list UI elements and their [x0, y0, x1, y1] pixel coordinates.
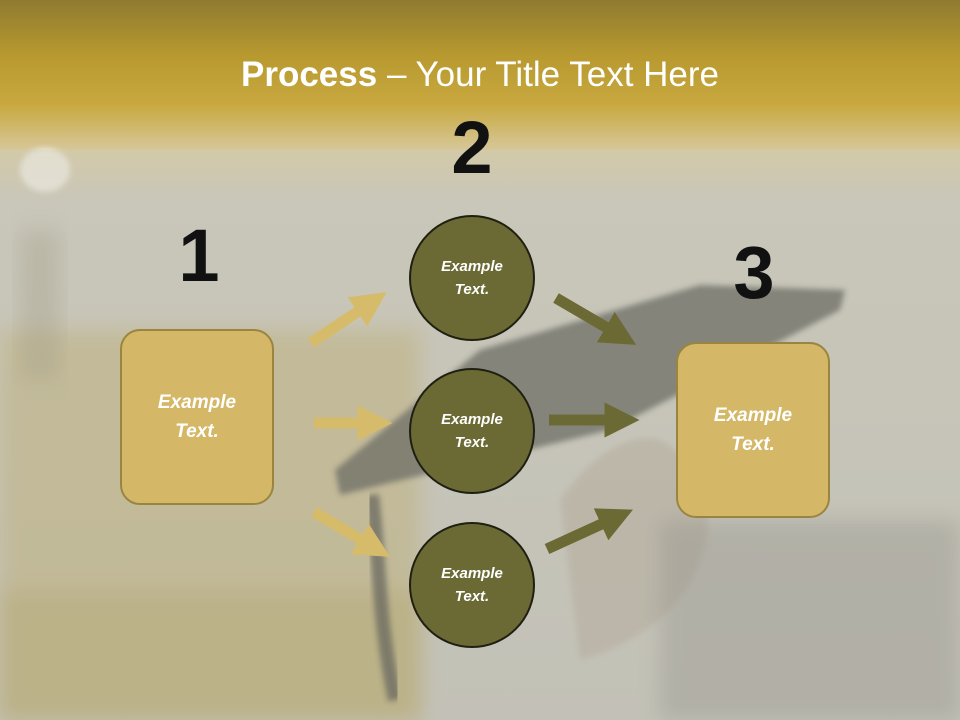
step-1-text: Example Text.: [157, 392, 237, 442]
step-number-1: 1: [178, 214, 220, 297]
title-rest: – Your Title Text Here: [377, 55, 719, 94]
slide-title: Process – Your Title Text Here: [0, 52, 960, 98]
step-3-text: Example Text.: [713, 405, 793, 455]
step-1-box: Example Text.: [120, 329, 274, 505]
circle-top-text: Example Text.: [441, 258, 503, 298]
circle-middle-text: Example Text.: [441, 411, 503, 451]
step-2-circle-bottom: Example Text.: [409, 522, 535, 648]
step-number-2: 2: [451, 106, 493, 189]
title-bold: Process: [241, 55, 378, 94]
step-2-circle-top: Example Text.: [409, 215, 535, 341]
circle-bottom-text: Example Text.: [441, 565, 503, 605]
step-number-3: 3: [733, 231, 775, 314]
step-3-box: Example Text.: [676, 342, 830, 518]
step-2-circle-middle: Example Text.: [409, 368, 535, 494]
